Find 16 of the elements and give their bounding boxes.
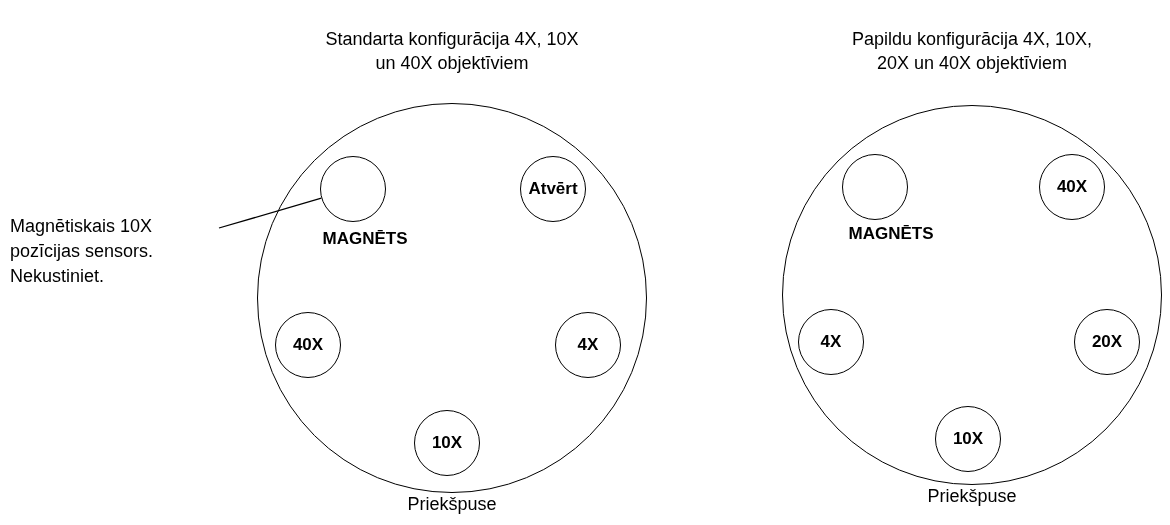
objective-circle: 40X <box>1039 154 1105 220</box>
magnet-label: MAGNĒTS <box>848 224 934 244</box>
objective-circle: 40X <box>275 312 341 378</box>
objective-circle: 10X <box>414 410 480 476</box>
leader-line <box>218 197 322 229</box>
front-label: Priekšpuse <box>926 486 1018 507</box>
objective-circle: 4X <box>798 309 864 375</box>
objective-circle: 20X <box>1074 309 1140 375</box>
heading: Papildu konfigurācija 4X, 10X, 20X un 40X objektīviem <box>850 28 1094 75</box>
heading: Standarta konfigurācija 4X, 10X un 40X objektīviem <box>324 28 580 75</box>
front-label: Priekšpuse <box>406 494 498 515</box>
callout-text: Magnētiskais 10X pozīcijas sensors. Nekustiniet. <box>10 214 215 289</box>
magnet-label: MAGNĒTS <box>322 229 408 249</box>
objective-circle: 10X <box>935 406 1001 472</box>
objective-circle: Atvērt <box>520 156 586 222</box>
objective-circle: 4X <box>555 312 621 378</box>
